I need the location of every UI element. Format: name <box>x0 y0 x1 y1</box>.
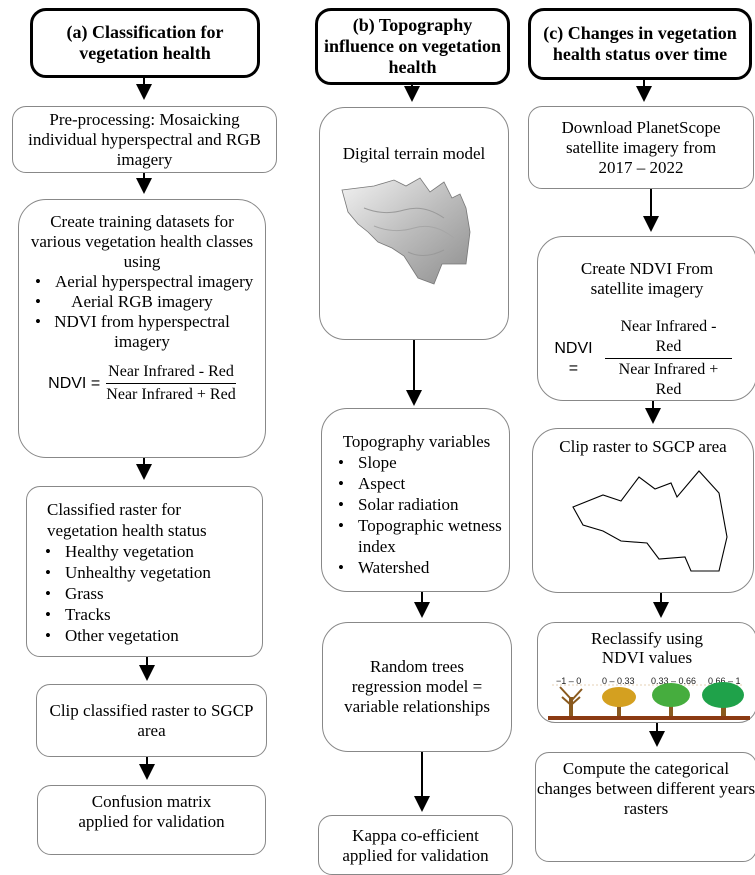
dead-tree-icon <box>559 686 583 717</box>
header-topography: (b) Topography influence on vegetation h… <box>315 8 510 85</box>
clip-raster-box: Clip raster to SGCP area <box>532 428 754 593</box>
create-ndvi-text: Create NDVI From satellite imagery <box>580 259 714 298</box>
formula-lhs: NDVI = <box>48 374 101 392</box>
ground-bar <box>548 716 750 720</box>
classified-raster-box: Classified raster for vegetation health … <box>26 486 263 657</box>
kappa-box: Kappa co-efficient applied for validatio… <box>318 815 513 875</box>
stressed-tree-icon <box>602 687 636 717</box>
list-item: NDVI from hyperspectral imagery <box>25 312 259 352</box>
list-item: Tracks <box>45 604 254 625</box>
list-item: Healthy vegetation <box>45 541 254 562</box>
box-text: Confusion matrix applied for validation <box>78 792 225 831</box>
list-item: Unhealthy vegetation <box>45 562 254 583</box>
header-changes: (c) Changes in vegetation health status … <box>528 8 752 80</box>
preprocessing-box: Pre-processing: Mosaicking individual hy… <box>12 106 277 173</box>
clip-classified-box: Clip classified raster to SGCP area <box>36 684 267 757</box>
formula-numerator: Near Infrared - Red <box>106 362 236 384</box>
moderate-tree-icon <box>652 683 690 717</box>
formula-lhs: NDVI = <box>554 339 593 377</box>
create-ndvi-box: Create NDVI From satellite imagery NDVI … <box>537 236 755 401</box>
dtm-title: Digital terrain model <box>342 144 486 163</box>
tree-label: 0 – 0.33 <box>602 676 635 686</box>
formula-denominator: Near Infrared + Red <box>106 386 236 403</box>
training-intro: Create training datasets for various veg… <box>30 212 254 271</box>
list-item: Solar radiation <box>328 494 505 515</box>
random-trees-box: Random trees regression model = variable… <box>322 622 512 752</box>
topo-list: SlopeAspectSolar radiationTopographic we… <box>328 452 505 578</box>
list-item: Other vegetation <box>45 625 254 646</box>
list-item: Watershed <box>328 557 505 578</box>
terrain-model-image <box>341 177 471 285</box>
list-item: Aerial RGB imagery <box>25 292 259 312</box>
header-text: (c) Changes in vegetation health status … <box>543 23 737 64</box>
list-item: Aerial hyperspectral imagery <box>25 272 259 292</box>
flow-arrows <box>136 77 669 812</box>
header-text: (b) Topography influence on vegetation h… <box>324 15 501 77</box>
tree-label: 0.33 – 0.66 <box>651 676 697 686</box>
ndvi-formula-c: NDVI = Near Infrared - Red Near Infrared… <box>548 317 732 400</box>
box-text: Pre-processing: Mosaicking individual hy… <box>28 109 261 169</box>
list-item: Grass <box>45 583 254 604</box>
compute-changes-box: Compute the categorical changes between … <box>535 752 755 862</box>
ndvi-formula: NDVI = Near Infrared - Red Near Infrared… <box>25 362 259 405</box>
box-text: Compute the categorical changes between … <box>536 759 755 818</box>
ndvi-trees-illustration <box>548 682 750 720</box>
topo-title: Topography variables <box>342 432 491 451</box>
training-list: Aerial hyperspectral imageryAerial RGB i… <box>25 272 259 352</box>
download-box: Download PlanetScope satellite imagery f… <box>528 106 754 189</box>
list-item: Topographic wetness index <box>328 515 505 557</box>
list-item: Aspect <box>328 473 505 494</box>
healthy-tree-icon <box>702 682 744 717</box>
confusion-matrix-box: Confusion matrix applied for validation <box>37 785 266 855</box>
sgcp-area-outline <box>572 470 728 572</box>
dtm-box: Digital terrain model <box>319 107 509 340</box>
header-text: (a) Classification for vegetation health <box>66 22 224 63</box>
topography-variables-box: Topography variables SlopeAspectSolar ra… <box>321 408 510 592</box>
box-text: Download PlanetScope satellite imagery f… <box>561 117 721 177</box>
clip-raster-text: Clip raster to SGCP area <box>559 437 727 456</box>
reclassify-box: Reclassify using NDVI values −1 – 0 0 – … <box>537 622 755 723</box>
reclassify-text: Reclassify using NDVI values <box>591 629 703 667</box>
tree-label: 0.66 – 1 <box>708 676 741 686</box>
training-datasets-box: Create training datasets for various veg… <box>18 199 266 458</box>
formula-denominator: Near Infrared + Red <box>618 361 719 398</box>
classified-title: Classified raster for vegetation health … <box>47 500 207 540</box>
tree-label: −1 – 0 <box>556 676 582 686</box>
classified-list: Healthy vegetationUnhealthy vegetationGr… <box>45 541 254 646</box>
box-text: Clip classified raster to SGCP area <box>49 700 254 740</box>
formula-numerator: Near Infrared - Red <box>604 317 732 359</box>
header-classification: (a) Classification for vegetation health <box>30 8 260 78</box>
box-text: Kappa co-efficient applied for validatio… <box>342 826 489 865</box>
list-item: Slope <box>328 452 505 473</box>
box-text: Random trees regression model = variable… <box>344 657 490 716</box>
